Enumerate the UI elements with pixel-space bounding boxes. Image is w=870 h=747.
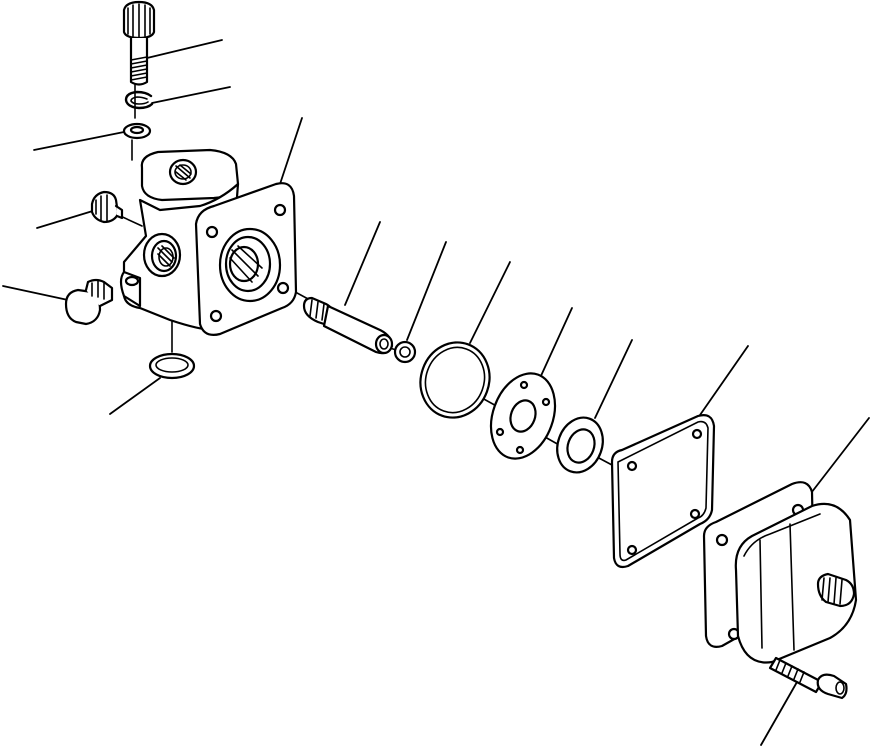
leader-line-small-o-ring [406,241,447,341]
leader-line-plate [539,307,573,379]
gasket-icon [610,414,716,569]
leader-line-gasket [699,345,749,416]
large-plug-icon [64,278,114,326]
spool-pin-icon [302,296,394,355]
washer-icon [122,122,152,140]
leader-line-seal [594,339,633,419]
o-ring-icon [148,352,196,380]
valve-body-icon [119,148,298,336]
leader-line-small-plug [36,209,97,229]
leader-line-screw [146,39,223,59]
leader-line-o-ring-bottom [109,377,161,415]
leader-line-valve-body [277,117,303,191]
leader-line-snap-ring [151,86,231,104]
leader-line-large-plug [2,285,69,301]
leader-line-large-o-ring [469,261,511,344]
mounting-bolt-icon [768,656,848,700]
leader-line-washer [33,131,125,151]
leader-line-spool [344,221,381,306]
leader-lines [2,39,870,746]
leader-line-actuator [807,417,870,498]
actuator-cover-icon [702,481,858,664]
leader-line-bolt [760,681,798,746]
small-o-ring-icon [393,340,417,364]
large-o-ring-icon [419,341,491,419]
center-line-main-axis-5 [596,456,613,466]
socket-head-screw-icon [122,0,156,86]
flange-plate-icon [489,372,557,460]
small-plug-icon [90,190,124,224]
seal-ring-icon [556,416,604,474]
snap-ring-icon [124,90,154,110]
